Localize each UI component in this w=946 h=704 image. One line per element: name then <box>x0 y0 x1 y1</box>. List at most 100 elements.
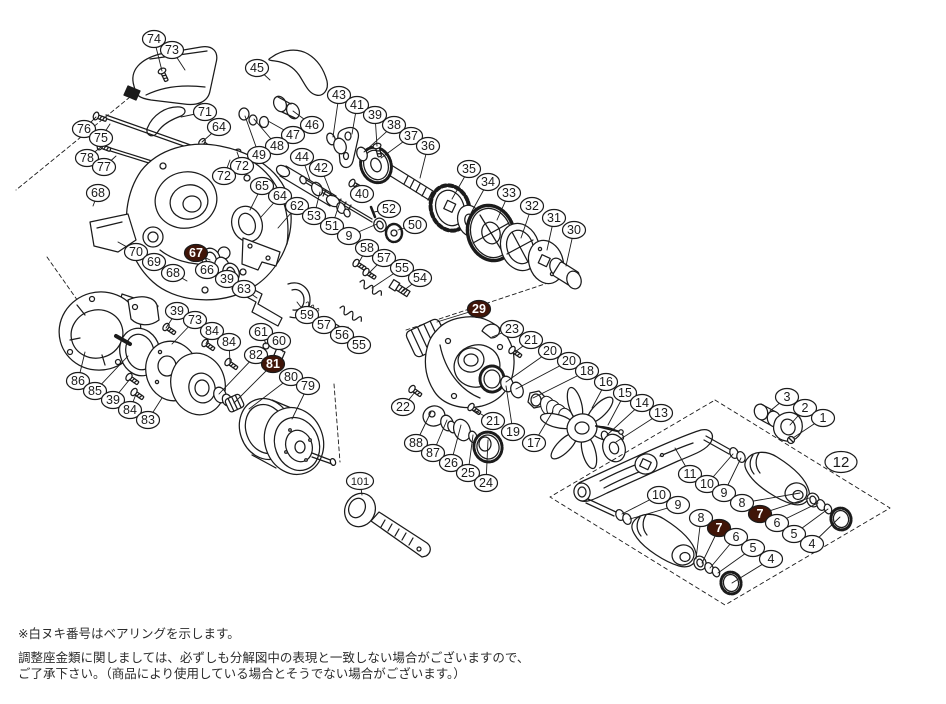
callout-62: 62 <box>284 196 310 216</box>
callout-31: 31 <box>541 208 567 228</box>
svg-text:83: 83 <box>141 413 155 427</box>
callout-50: 50 <box>402 215 428 235</box>
callout-19: 19 <box>500 422 526 442</box>
svg-text:74: 74 <box>147 32 161 46</box>
svg-text:38: 38 <box>387 118 401 132</box>
svg-text:55: 55 <box>395 261 409 275</box>
svg-text:52: 52 <box>382 202 396 216</box>
svg-text:6: 6 <box>733 530 740 544</box>
washer-disclaimer-note: 調整座金類に関しましては、必ずしも分解図中の表現と一致しない場合がございますので… <box>18 651 578 682</box>
svg-text:62: 62 <box>290 199 304 213</box>
callout-17: 17 <box>521 433 547 453</box>
callout-11: 11 <box>677 464 703 484</box>
svg-text:40: 40 <box>355 187 369 201</box>
svg-text:73: 73 <box>188 313 202 327</box>
callout-81: 81 <box>260 354 286 374</box>
svg-text:2: 2 <box>802 401 809 415</box>
callout-21: 21 <box>480 411 506 431</box>
callout-59: 59 <box>294 305 320 325</box>
callout-68: 68 <box>160 263 186 283</box>
callout-30: 30 <box>561 220 587 240</box>
callout-39: 39 <box>362 105 388 125</box>
svg-text:69: 69 <box>147 255 161 269</box>
callout-77: 77 <box>91 157 117 177</box>
svg-text:67: 67 <box>189 246 203 260</box>
svg-text:22: 22 <box>396 400 410 414</box>
callout-40: 40 <box>349 184 375 204</box>
callout-51: 51 <box>319 216 345 236</box>
callout-82: 82 <box>243 345 269 365</box>
callout-10: 10 <box>694 474 720 494</box>
svg-text:10: 10 <box>652 488 666 502</box>
callout-61: 61 <box>248 322 274 342</box>
callout-39: 39 <box>100 390 126 410</box>
callout-58: 58 <box>354 238 380 258</box>
svg-text:58: 58 <box>360 241 374 255</box>
callout-73: 73 <box>159 40 185 60</box>
svg-text:26: 26 <box>444 456 458 470</box>
svg-text:21: 21 <box>486 414 500 428</box>
callout-37: 37 <box>398 126 424 146</box>
callout-55: 55 <box>389 258 415 278</box>
clutch-lever-drawing <box>146 49 329 173</box>
callout-45: 45 <box>244 58 270 78</box>
disclaimer-line-1: 調整座金類に関しましては、必ずしも分解図中の表現と一致しない場合がございますので… <box>18 651 530 665</box>
gear-train-drawing <box>428 183 582 290</box>
callout-60: 60 <box>266 331 292 351</box>
callout-2: 2 <box>792 398 818 418</box>
svg-text:64: 64 <box>273 189 287 203</box>
svg-text:48: 48 <box>270 139 284 153</box>
callout-33: 33 <box>496 183 522 203</box>
svg-text:29: 29 <box>472 302 486 316</box>
svg-text:3: 3 <box>784 390 791 404</box>
svg-text:7: 7 <box>716 521 723 535</box>
svg-text:76: 76 <box>77 122 91 136</box>
svg-text:46: 46 <box>305 118 319 132</box>
svg-text:59: 59 <box>300 308 314 322</box>
svg-text:13: 13 <box>654 406 668 420</box>
callout-78: 78 <box>74 148 100 168</box>
callout-9: 9 <box>711 483 737 503</box>
svg-text:81: 81 <box>266 357 280 371</box>
svg-text:72: 72 <box>217 169 231 183</box>
callout-56: 56 <box>329 325 355 345</box>
callout-84: 84 <box>199 321 225 341</box>
svg-text:70: 70 <box>129 245 143 259</box>
svg-text:72: 72 <box>235 159 249 173</box>
callout-46: 46 <box>299 115 325 135</box>
svg-text:1: 1 <box>820 411 827 425</box>
callout-101: 101 <box>345 471 375 491</box>
svg-text:9: 9 <box>675 498 682 512</box>
wrench-drawing <box>343 492 431 558</box>
callout-48: 48 <box>264 136 290 156</box>
callout-72: 72 <box>211 166 237 186</box>
svg-text:84: 84 <box>123 403 137 417</box>
callout-38: 38 <box>381 115 407 135</box>
callout-15: 15 <box>612 383 638 403</box>
svg-text:31: 31 <box>547 211 561 225</box>
callout-23: 23 <box>499 319 525 339</box>
callout-6: 6 <box>764 513 790 533</box>
callout-7: 7 <box>706 518 732 538</box>
svg-text:39: 39 <box>220 272 234 286</box>
callout-43: 43 <box>326 85 352 105</box>
svg-text:8: 8 <box>739 496 746 510</box>
svg-text:45: 45 <box>250 61 264 75</box>
callout-66: 66 <box>194 260 220 280</box>
callout-3: 3 <box>774 387 800 407</box>
callout-64: 64 <box>267 186 293 206</box>
svg-text:84: 84 <box>222 335 236 349</box>
svg-text:71: 71 <box>198 105 212 119</box>
callout-68: 68 <box>85 183 111 203</box>
callout-10: 10 <box>646 485 672 505</box>
callout-49: 49 <box>246 145 272 165</box>
callout-22: 22 <box>390 397 416 417</box>
svg-text:54: 54 <box>413 271 427 285</box>
svg-text:77: 77 <box>97 160 111 174</box>
callout-76: 76 <box>71 119 97 139</box>
callout-39: 39 <box>164 301 190 321</box>
callout-47: 47 <box>280 125 306 145</box>
